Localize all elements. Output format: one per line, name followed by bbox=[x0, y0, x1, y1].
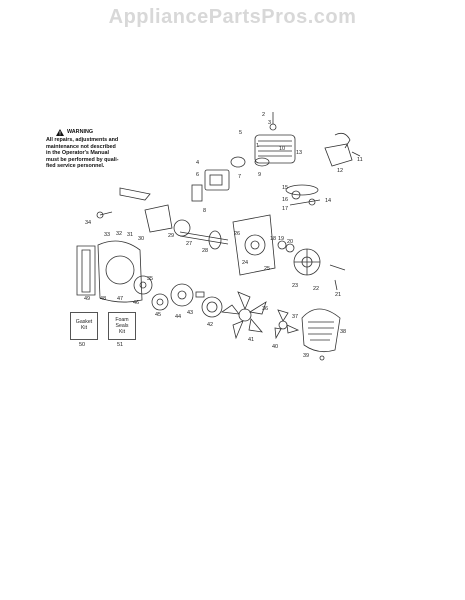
part-label: 9 bbox=[258, 172, 261, 178]
part-label: 41 bbox=[248, 337, 254, 343]
kit-label: Kit bbox=[80, 325, 88, 331]
warning-triangle-icon bbox=[56, 129, 64, 136]
part-label: 49 bbox=[84, 296, 90, 302]
warning-title: WARNING bbox=[67, 129, 94, 136]
part-labels: 1 2 3 4 5 6 7 8 9 10 11 12 13 14 15 16 1… bbox=[84, 112, 363, 359]
part-label: 16 bbox=[282, 197, 288, 203]
part-label: 27 bbox=[186, 241, 192, 247]
gasket-part bbox=[254, 157, 270, 167]
kit-label: Gasket bbox=[75, 319, 93, 325]
starter-part bbox=[133, 275, 169, 311]
washer-part bbox=[201, 296, 223, 318]
kit-number: 51 bbox=[117, 342, 124, 348]
part-label: 28 bbox=[202, 248, 208, 254]
warning-line: All repairs, adjustments and bbox=[46, 137, 119, 143]
carburetor-part bbox=[191, 169, 230, 202]
kit-number: 50 bbox=[79, 342, 86, 348]
part-label: 22 bbox=[313, 286, 319, 292]
part-label: 44 bbox=[175, 314, 181, 320]
warning-notice: WARNING All repairs, adjustments and mai… bbox=[46, 129, 136, 170]
part-label: 36 bbox=[262, 306, 268, 312]
screw-part bbox=[334, 279, 338, 291]
warning-line: in the Operator's Manual bbox=[46, 150, 109, 157]
kit-label: Seals bbox=[115, 323, 129, 329]
part-label: 46 bbox=[133, 300, 139, 306]
part-label: 2 bbox=[262, 112, 265, 118]
screw-part bbox=[99, 211, 113, 216]
impeller-fan-part bbox=[220, 291, 267, 340]
part-label: 18 bbox=[270, 236, 276, 242]
part-label: 3 bbox=[268, 120, 271, 126]
foam-seals-kit-box: Foam Seals Kit bbox=[108, 312, 136, 340]
part-label: 34 bbox=[85, 220, 91, 226]
crankshaft-part bbox=[179, 230, 229, 250]
piston-part bbox=[285, 184, 321, 206]
warning-line: must be performed by quali- bbox=[46, 156, 119, 163]
flywheel-part bbox=[293, 248, 346, 276]
part-label: 1 bbox=[256, 143, 259, 149]
part-label: 8 bbox=[203, 208, 206, 214]
part-label: 7 bbox=[238, 174, 241, 180]
part-label: 25 bbox=[264, 266, 270, 272]
pulley-part bbox=[170, 283, 205, 307]
part-label: 14 bbox=[325, 198, 331, 204]
part-label: 20 bbox=[287, 239, 293, 245]
part-label: 21 bbox=[335, 292, 341, 298]
part-label: 39 bbox=[303, 353, 309, 359]
part-label: 11 bbox=[357, 157, 363, 163]
part-label: 29 bbox=[168, 233, 174, 239]
part-label: 31 bbox=[127, 232, 133, 238]
kit-label: Kit bbox=[118, 329, 126, 335]
part-label: 24 bbox=[242, 260, 248, 266]
part-label: 15 bbox=[282, 185, 288, 191]
part-label: 37 bbox=[292, 314, 298, 320]
part-label: 33 bbox=[104, 232, 110, 238]
fan-cover-part bbox=[301, 308, 341, 361]
intake-part bbox=[144, 204, 191, 237]
part-label: 13 bbox=[296, 150, 302, 156]
handle-part bbox=[119, 187, 151, 201]
part-label: 23 bbox=[292, 283, 298, 289]
tube-part bbox=[76, 245, 96, 296]
part-label: 45 bbox=[155, 312, 161, 318]
bearing-part bbox=[277, 240, 287, 250]
part-label: 17 bbox=[282, 206, 288, 212]
part-label: 19 bbox=[278, 236, 284, 242]
bearing-part bbox=[285, 243, 295, 253]
part-label: 42 bbox=[207, 322, 213, 328]
watermark: AppliancePartsPros.com bbox=[108, 6, 357, 28]
blower-housing-part bbox=[97, 240, 143, 303]
part-label: 48 bbox=[100, 296, 106, 302]
part-label: 10 bbox=[279, 146, 285, 152]
screw-part bbox=[96, 211, 104, 219]
gasket-kit-box: Gasket Kit bbox=[70, 312, 98, 340]
part-label: 32 bbox=[116, 231, 122, 237]
part-label: 47 bbox=[117, 296, 123, 302]
warning-header: WARNING bbox=[56, 129, 136, 136]
crankcase-part bbox=[232, 214, 276, 276]
small-fan-part bbox=[274, 309, 300, 340]
warning-line: maintenance not described bbox=[46, 143, 116, 150]
part-label: 4 bbox=[196, 160, 199, 166]
kit-label: Foam bbox=[115, 317, 129, 323]
part-label: 40 bbox=[272, 344, 278, 350]
warning-line: fied service personnel. bbox=[46, 163, 105, 170]
part-label: 38 bbox=[340, 329, 346, 335]
gasket-part bbox=[230, 156, 246, 168]
part-label: 5 bbox=[239, 130, 242, 136]
muffler-part bbox=[324, 132, 361, 167]
part-label: 30 bbox=[138, 236, 144, 242]
part-label: 35 bbox=[147, 276, 153, 282]
cylinder-part bbox=[254, 112, 296, 164]
part-label: 6 bbox=[196, 172, 199, 178]
part-label: 43 bbox=[187, 310, 193, 316]
part-label: 26 bbox=[234, 231, 240, 237]
part-label: 12 bbox=[337, 168, 343, 174]
